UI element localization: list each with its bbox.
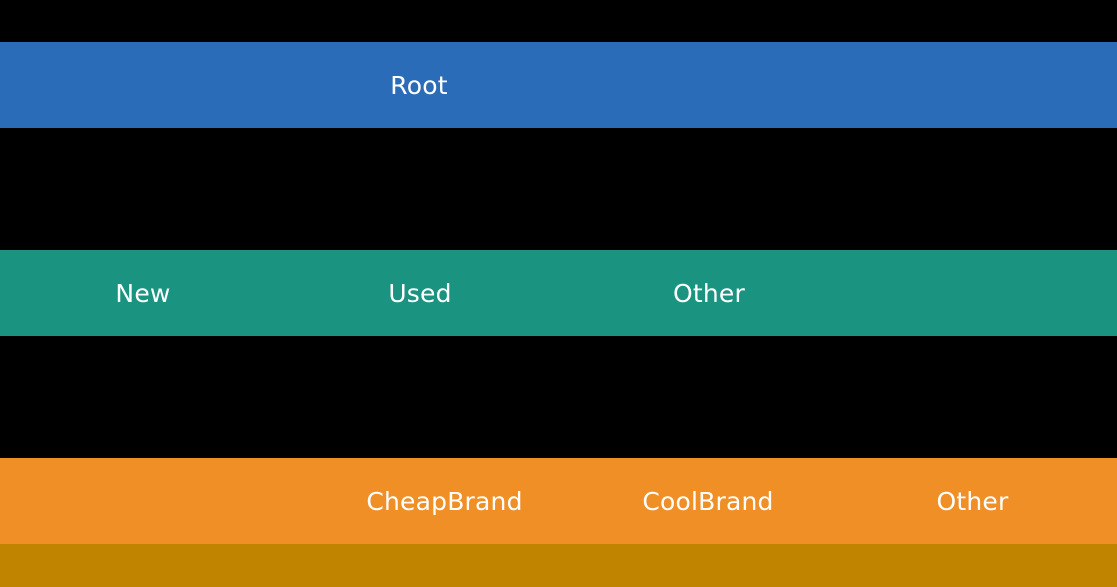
level-root: Root bbox=[0, 42, 1117, 128]
level-brand: CheapBrand CoolBrand Other bbox=[0, 458, 1117, 544]
brand-pad-left[interactable] bbox=[0, 458, 344, 544]
brand-cheapbrand[interactable]: CheapBrand bbox=[344, 458, 545, 544]
condition-gap-2[interactable] bbox=[520, 250, 608, 336]
brand-other[interactable]: Other bbox=[870, 458, 1075, 544]
root[interactable]: Root bbox=[320, 42, 518, 128]
root-pad-left[interactable] bbox=[0, 42, 320, 128]
condition-used[interactable]: Used bbox=[320, 250, 520, 336]
condition-gap-1[interactable] bbox=[242, 250, 320, 336]
condition-other-label: Other bbox=[673, 278, 745, 308]
condition-new[interactable]: New bbox=[44, 250, 242, 336]
level-condition: New Used Other bbox=[0, 250, 1117, 336]
brand-coolbrand[interactable]: CoolBrand bbox=[608, 458, 808, 544]
brand-gap-1[interactable] bbox=[545, 458, 608, 544]
condition-other[interactable]: Other bbox=[608, 250, 810, 336]
root-pad-right[interactable] bbox=[518, 42, 1117, 128]
leaf-band[interactable] bbox=[0, 544, 1117, 587]
brand-pad-right[interactable] bbox=[1075, 458, 1117, 544]
brand-gap-2[interactable] bbox=[808, 458, 870, 544]
level-leaf bbox=[0, 544, 1117, 587]
condition-new-label: New bbox=[115, 278, 171, 308]
condition-used-label: Used bbox=[388, 278, 452, 308]
condition-pad-right[interactable] bbox=[810, 250, 1117, 336]
condition-pad-left[interactable] bbox=[0, 250, 44, 336]
root-label: Root bbox=[390, 70, 448, 100]
brand-coolbrand-label: CoolBrand bbox=[642, 486, 774, 516]
brand-cheapbrand-label: CheapBrand bbox=[366, 486, 523, 516]
brand-other-label: Other bbox=[936, 486, 1009, 516]
